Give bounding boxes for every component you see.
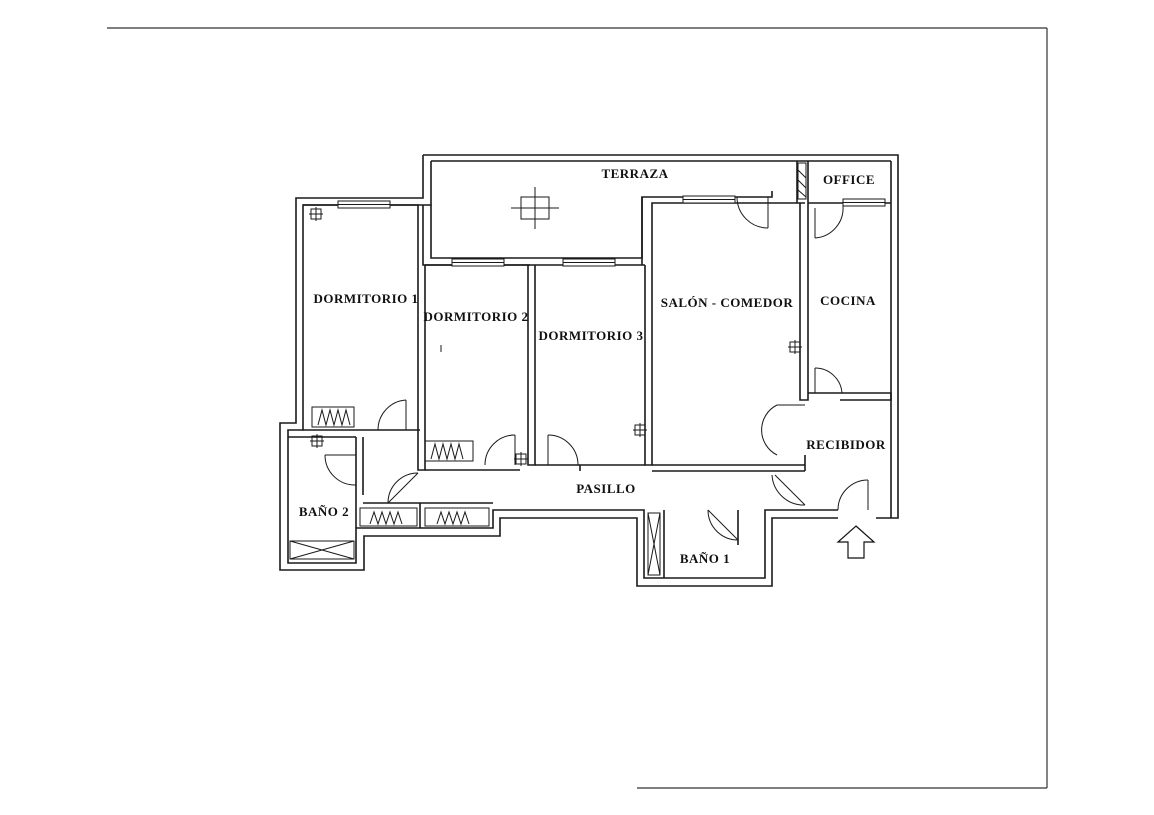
socket-symbol-3 [633, 423, 647, 437]
socket-symbol-2 [310, 434, 324, 448]
label-cocina: COCINA [820, 293, 876, 308]
wardrobes [289, 162, 807, 576]
socket-symbol-5 [514, 452, 528, 466]
socket-symbol-4 [788, 340, 802, 354]
up-arrow-icon [836, 525, 876, 559]
room-labels: TERRAZA OFFICE DORMITORIO 1 DORMITORIO 2… [299, 166, 886, 566]
label-salon-comedor: SALÓN - COMEDOR [661, 295, 794, 310]
label-dormitorio-1: DORMITORIO 1 [313, 291, 418, 306]
label-recibidor: RECIBIDOR [806, 437, 886, 452]
label-bano-1: BAÑO 1 [680, 551, 730, 566]
light-symbols [309, 187, 802, 466]
label-dormitorio-2: DORMITORIO 2 [423, 309, 528, 324]
label-terraza: TERRAZA [601, 166, 668, 181]
label-pasillo: PASILLO [576, 481, 636, 496]
exterior-walls [279, 154, 899, 587]
page-frame [107, 27, 1048, 789]
ceiling-light-terraza [511, 187, 559, 229]
windows [337, 195, 886, 267]
label-dormitorio-3: DORMITORIO 3 [538, 328, 643, 343]
doors [324, 196, 869, 541]
socket-symbol-1 [309, 207, 323, 221]
label-bano-2: BAÑO 2 [299, 504, 349, 519]
label-office: OFFICE [823, 172, 875, 187]
